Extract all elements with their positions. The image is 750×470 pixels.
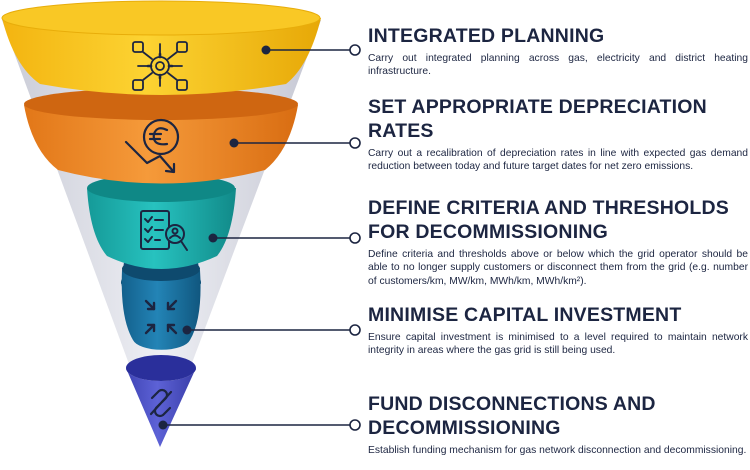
step-integrated-planning: INTEGRATED PLANNING Carry out integrated…: [368, 24, 748, 79]
connector-minimise-investment: [182, 324, 361, 336]
step-minimise-investment: MINIMISE CAPITAL INVESTMENT Ensure capit…: [368, 303, 748, 358]
step-define-criteria: DEFINE CRITERIA AND THRESHOLDS FOR DECOM…: [368, 196, 748, 288]
step-fund-disconnections: FUND DISCONNECTIONS AND DECOMMISSIONING …: [368, 392, 748, 457]
step-title: MINIMISE CAPITAL INVESTMENT: [368, 304, 682, 326]
funnel-section-define-criteria: [87, 174, 236, 269]
funnel-section-depreciation-rates: [24, 88, 298, 184]
step-description: Ensure capital investment is minimised t…: [368, 332, 748, 357]
connector-define-criteria: [208, 232, 361, 244]
funnel-section-integrated-planning: [1, 0, 321, 95]
step-description: Carry out a recalibration of depreciatio…: [368, 148, 748, 173]
step-depreciation-rates: SET APPROPRIATE DEPRECIATION RATES Carry…: [368, 95, 748, 174]
euro-decline-icon: [124, 118, 180, 174]
checklist-search-icon: [140, 210, 188, 251]
step-title: SET APPROPRIATE DEPRECIATION RATES: [368, 96, 707, 142]
connector-integrated-planning: [261, 44, 361, 56]
step-description: Define criteria and thresholds above or …: [368, 249, 748, 287]
step-description: Establish funding mechanism for gas netw…: [368, 445, 747, 456]
minimize-arrows-icon: [144, 299, 178, 335]
step-title: INTEGRATED PLANNING: [368, 25, 605, 47]
network-gear-icon: [132, 41, 188, 91]
funnel-section-fund-disconnections: [126, 355, 196, 447]
step-description: Carry out integrated planning across gas…: [368, 53, 748, 78]
broken-link-icon: [149, 388, 173, 418]
connector-fund-disconnections: [158, 419, 361, 431]
connector-depreciation-rates: [229, 137, 361, 149]
step-title: FUND DISCONNECTIONS AND DECOMMISSIONING: [368, 393, 656, 439]
step-title: DEFINE CRITERIA AND THRESHOLDS FOR DECOM…: [368, 197, 729, 243]
